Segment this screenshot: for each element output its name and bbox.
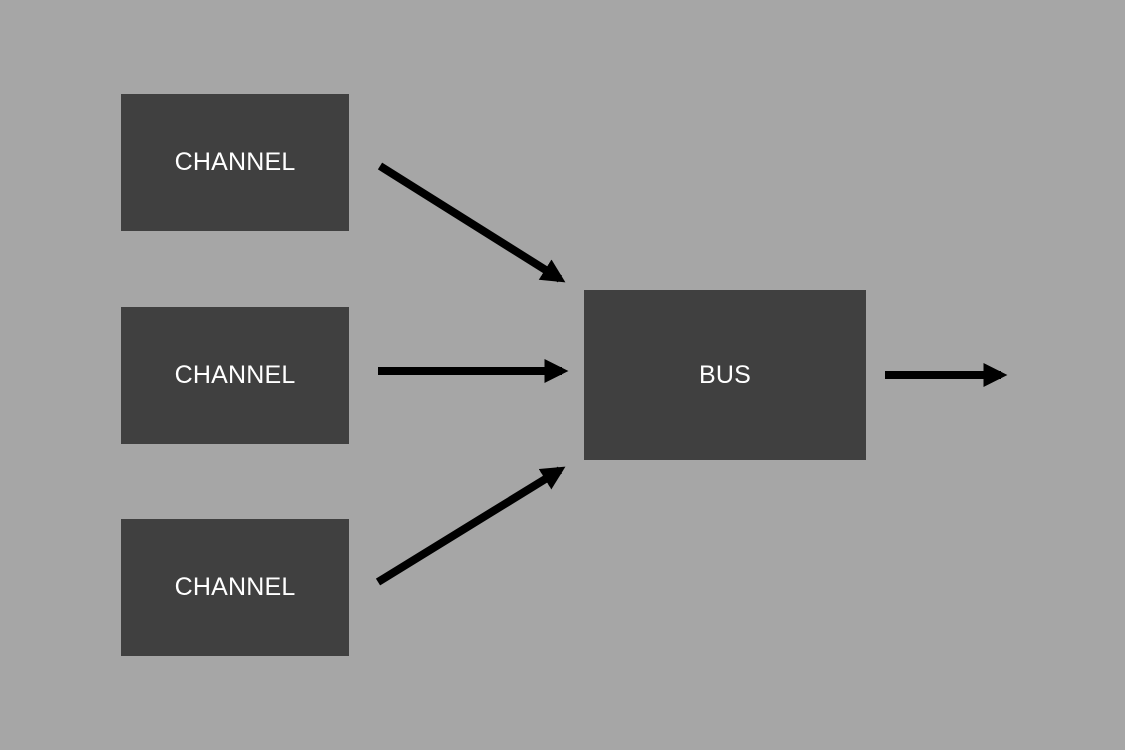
channel-box-1: CHANNEL bbox=[121, 94, 349, 231]
channel-box-2: CHANNEL bbox=[121, 307, 349, 444]
arrow-channel-3-to-bus bbox=[375, 466, 566, 586]
channel-label-2: CHANNEL bbox=[174, 361, 296, 389]
channel-label-3: CHANNEL bbox=[174, 573, 296, 601]
channel-box-3: CHANNEL bbox=[121, 519, 349, 656]
bus-box: BUS bbox=[584, 290, 866, 460]
bus-label: BUS bbox=[698, 360, 751, 389]
arrow-channel-1-to-bus bbox=[377, 162, 566, 283]
channel-label-1: CHANNEL bbox=[174, 148, 296, 176]
